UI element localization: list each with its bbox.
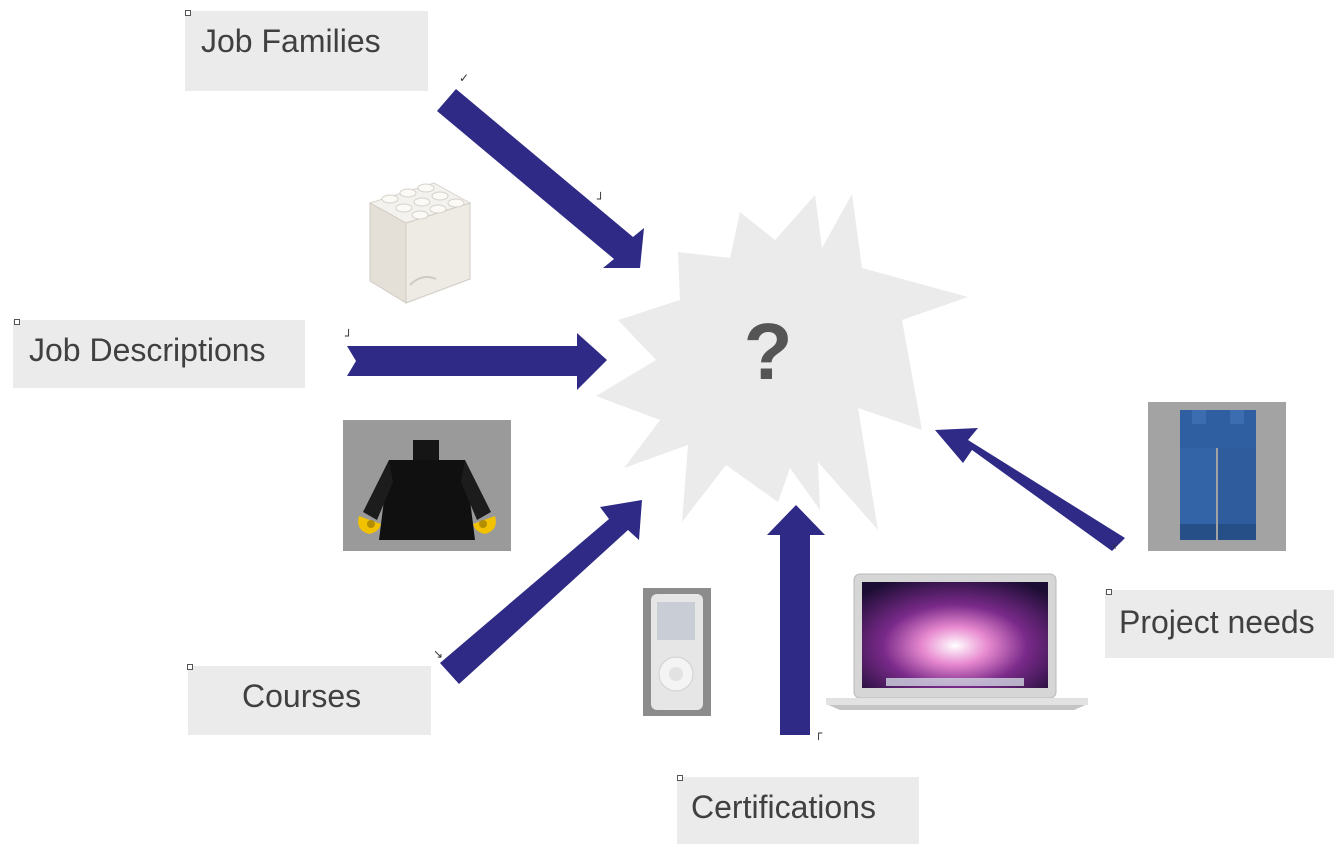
label-job-descriptions: Job Descriptions: [13, 320, 305, 388]
ipod-icon: [643, 588, 711, 716]
label-certifications: Certifications: [677, 777, 919, 844]
label-job-families: Job Families: [185, 11, 428, 91]
arrow-job-families: [437, 89, 644, 268]
label-project-needs: Project needs: [1105, 590, 1334, 658]
selection-handle: [677, 775, 683, 781]
connector-tick: ┘: [345, 329, 353, 343]
label-job-descriptions-text: Job Descriptions: [29, 332, 266, 368]
selection-handle: [1106, 589, 1112, 595]
arrow-certifications: [767, 505, 825, 735]
label-courses-text: Courses: [242, 678, 362, 714]
question-mark: ?: [743, 307, 793, 396]
arrow-job-descriptions: [347, 333, 607, 390]
selection-handle: [187, 664, 193, 670]
label-job-families-text: Job Families: [201, 23, 381, 59]
arrow-courses: [440, 500, 642, 684]
lego-brick-icon: [368, 182, 472, 304]
laptop-icon: [826, 573, 1088, 710]
selection-handle: [185, 10, 191, 16]
connector-tick: ┘: [597, 192, 605, 206]
label-courses: Courses: [188, 666, 431, 735]
label-certifications-text: Certifications: [691, 789, 876, 825]
lego-torso-icon: [343, 420, 511, 551]
label-project-needs-text: Project needs: [1119, 604, 1315, 640]
arrow-project-needs: [935, 428, 1125, 551]
starburst-shape: [596, 194, 968, 530]
connector-tick: ‹: [1112, 539, 1117, 553]
selection-handle: [14, 319, 20, 325]
connector-tick: ↘: [433, 647, 444, 661]
connector-tick: ┌: [815, 726, 823, 740]
lego-legs-icon: [1148, 402, 1286, 551]
connector-tick: ✓: [459, 71, 470, 85]
